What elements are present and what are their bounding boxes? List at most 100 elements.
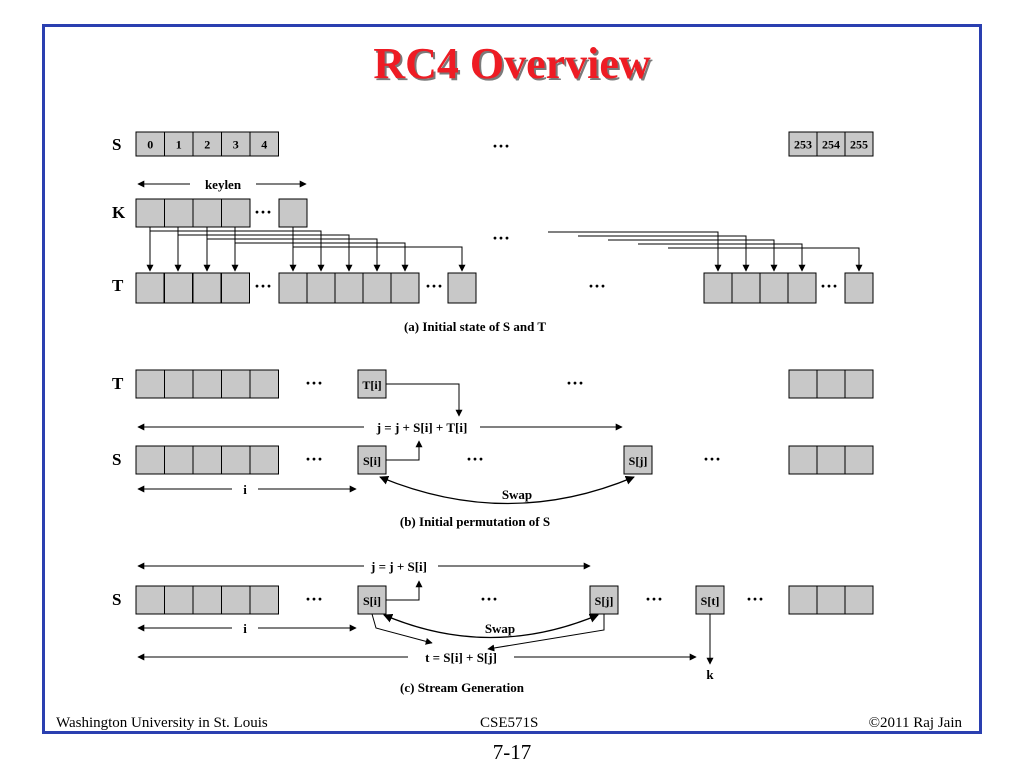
k-to-t-arrows <box>146 227 863 272</box>
t-cell-11 <box>731 272 761 304</box>
k-cell-last <box>278 198 308 228</box>
t-cell-1 <box>164 272 193 304</box>
b-s-right-cells <box>788 445 874 475</box>
t-cell-9 <box>447 272 477 304</box>
ellipsis-c-s-4: ··· <box>746 589 764 609</box>
row-label-s-a: S <box>112 135 121 154</box>
footer-left: Washington University in St. Louis <box>56 715 268 731</box>
t-cell-3 <box>221 272 250 304</box>
b-s-right-cell-2 <box>844 445 874 475</box>
s-cell-255-label: 255 <box>850 138 868 152</box>
swap-arc-c <box>383 613 599 639</box>
k-cell-1 <box>164 198 194 228</box>
ellipsis-s-a: ··· <box>492 136 510 156</box>
c-s-cell-2 <box>192 585 222 615</box>
t-cells <box>135 272 874 304</box>
b-t-cell-2 <box>192 369 222 399</box>
cell-s-j-b <box>623 445 653 475</box>
cell-t-i <box>357 369 387 399</box>
s-cell-255 <box>844 131 874 157</box>
t-cell-6 <box>334 272 364 304</box>
cell-s-i-c-label: S[i] <box>363 594 381 608</box>
si-to-t-arrow <box>371 613 433 645</box>
row-label-s-b: S <box>112 450 121 469</box>
cell-s-i-b-label: S[i] <box>363 454 381 468</box>
cell-s-i-c <box>357 585 387 615</box>
t-cell-7 <box>362 272 392 304</box>
k-cells <box>135 198 308 228</box>
b-t-cell-1 <box>164 369 194 399</box>
k-link-0 <box>150 230 325 272</box>
c-s-cell-0 <box>135 585 165 615</box>
ellipsis-c-s-2: ··· <box>480 589 498 609</box>
b-t-cell-4 <box>249 369 279 399</box>
b-s-cell-4 <box>249 445 279 475</box>
s-cell-254-label: 254 <box>822 138 840 152</box>
b-s-cell-1 <box>164 445 194 475</box>
k-far-link-4 <box>668 247 863 272</box>
si-to-formula-arrow-c <box>386 580 423 601</box>
s-cell-253-label: 253 <box>794 138 812 152</box>
s-cell-253 <box>788 131 818 157</box>
ellipsis-t-2: ··· <box>425 276 443 296</box>
ellipsis-mid-a: ··· <box>492 228 510 248</box>
b-s-cell-2 <box>192 445 222 475</box>
slide-frame <box>42 24 982 734</box>
s-cell-254 <box>816 131 846 157</box>
t-cell-14 <box>844 272 874 304</box>
j-formula-c: j = j + S[i] <box>370 559 427 574</box>
swap-label-c: Swap <box>485 621 515 636</box>
k-far-link-1 <box>578 235 750 272</box>
c-s-right-cell-1 <box>816 585 846 615</box>
k-cell-2 <box>192 198 222 228</box>
ellipsis-c-s-3: ··· <box>645 589 663 609</box>
ellipsis-k: ··· <box>254 202 272 222</box>
i-label-b: i <box>243 482 247 497</box>
b-t-right-cell-2 <box>844 369 874 399</box>
t-cell-2 <box>192 272 222 304</box>
cell-s-t-c-label: S[t] <box>701 594 720 608</box>
s-cell-1-label: 1 <box>176 138 182 152</box>
s-end-cells: 253 254 255 <box>788 131 874 157</box>
s-cell-4-label: 4 <box>261 138 267 152</box>
ellipsis-c-s-1: ··· <box>305 589 323 609</box>
t-cell-13 <box>787 272 817 304</box>
b-t-left-cells <box>135 369 279 399</box>
c-s-cell-1 <box>164 585 194 615</box>
c-s-right-cell-0 <box>788 585 818 615</box>
ellipsis-t-3: ··· <box>588 276 606 296</box>
footer-center: CSE571S <box>480 715 539 731</box>
cell-s-j-c <box>589 585 619 615</box>
s-cell-0-label: 0 <box>147 138 153 152</box>
caption-b: (b) Initial permutation of S <box>400 514 550 529</box>
sj-to-t-arrow <box>487 614 605 652</box>
caption-c: (c) Stream Generation <box>400 680 525 695</box>
page-number: 7-17 <box>492 740 532 764</box>
row-label-t-b: T <box>112 374 124 393</box>
k-link-4 <box>293 246 466 272</box>
ellipsis-b-s-1: ··· <box>305 449 323 469</box>
ellipsis-b-s-3: ··· <box>703 449 721 469</box>
k-cell-0 <box>135 198 165 228</box>
s-cell-4 <box>249 131 279 157</box>
s-cell-0 <box>135 131 165 157</box>
ellipsis-b-t-2: ··· <box>566 373 584 393</box>
j-formula-b: j = j + S[i] + T[i] <box>376 420 468 435</box>
row-label-t-a: T <box>112 276 124 295</box>
t-cell-12 <box>759 272 789 304</box>
t-cell-0 <box>135 272 165 304</box>
cell-s-i-b <box>357 445 387 475</box>
b-s-cell-0 <box>135 445 165 475</box>
b-s-right-cell-1 <box>816 445 846 475</box>
cell-t-i-label: T[i] <box>362 378 381 392</box>
si-to-formula-arrow <box>386 440 423 461</box>
k-link-2 <box>207 238 381 272</box>
t-cell-8 <box>390 272 420 304</box>
caption-a: (a) Initial state of S and T <box>404 319 546 334</box>
b-t-right-cell-0 <box>788 369 818 399</box>
t-cell-4 <box>278 272 308 304</box>
k-link-1 <box>178 234 353 272</box>
swap-label-b: Swap <box>502 487 532 502</box>
